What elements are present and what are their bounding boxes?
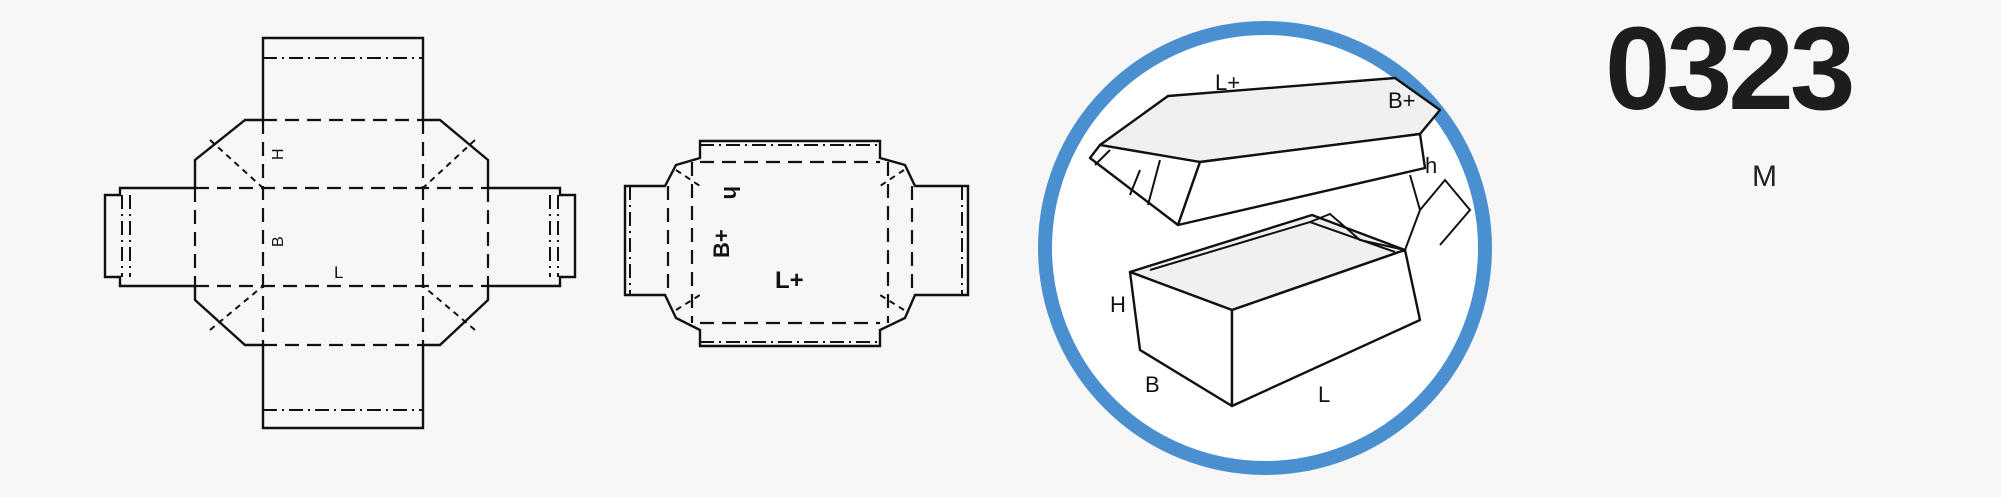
- blank-lid-outline: [623, 139, 970, 348]
- blank-bottom-outline: [103, 36, 577, 430]
- assembled-view: L+ B+ h H B L: [1038, 21, 1492, 475]
- model-code: 0323: [1605, 3, 1856, 135]
- blank-bottom-label-b: B: [270, 236, 287, 247]
- base-front: [1230, 248, 1422, 408]
- base-label-l: L: [1318, 382, 1330, 407]
- blank-bottom-label-h: H: [270, 148, 287, 160]
- blank-lid: h B+ L+: [623, 139, 970, 348]
- lid-label-h: h: [1425, 153, 1437, 178]
- blank-bottom: H B L: [103, 36, 577, 430]
- model-variant: M: [1752, 160, 1777, 193]
- blank-lid-label-b: B+: [709, 229, 734, 258]
- base-label-h: H: [1110, 292, 1126, 317]
- base-label-b: B: [1145, 372, 1160, 397]
- lid-label-l: L+: [1215, 70, 1240, 95]
- blank-bottom-label-l: L: [334, 263, 343, 282]
- lid-front: [1176, 132, 1427, 227]
- lid-label-b: B+: [1388, 88, 1416, 113]
- blank-lid-label-l: L+: [775, 267, 804, 294]
- blank-lid-label-h: h: [719, 186, 744, 199]
